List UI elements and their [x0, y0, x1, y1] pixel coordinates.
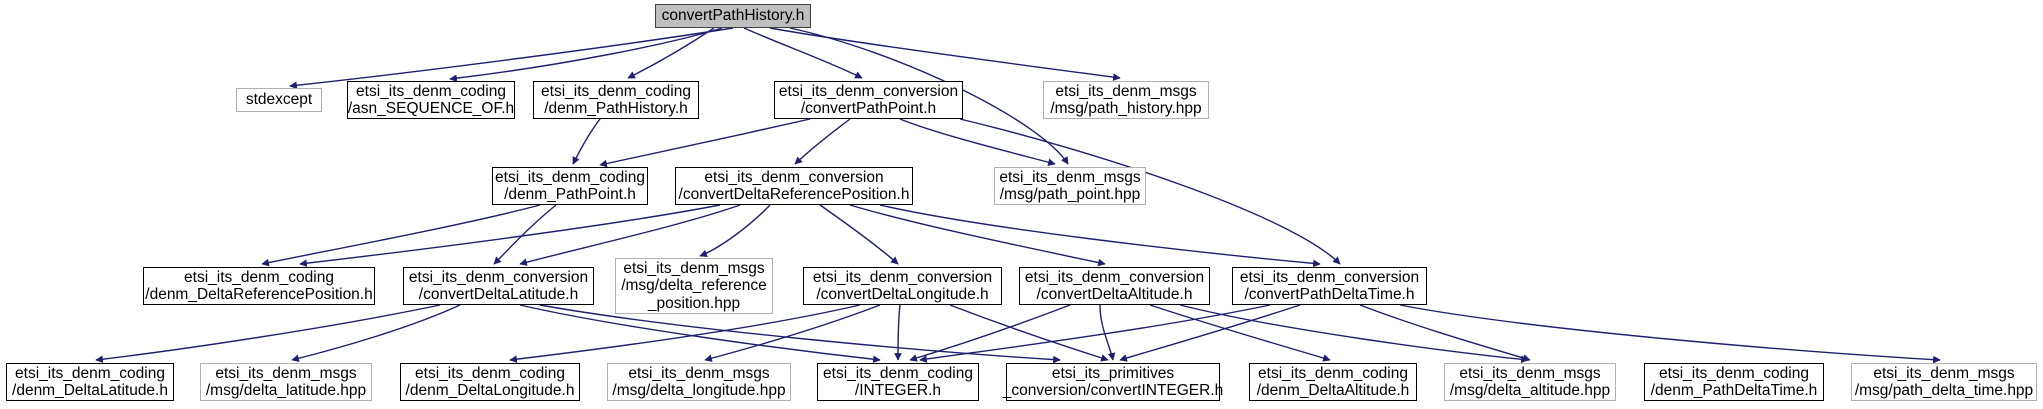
- graph-node-n22[interactable]: etsi_its_denm_msgs /msg/delta_altitude.h…: [1444, 363, 1616, 401]
- graph-edge: [1179, 304, 1529, 364]
- graph-edge: [291, 304, 461, 363]
- graph-node-n4[interactable]: etsi_its_denm_conversion /convertPathPoi…: [774, 81, 963, 119]
- graph-node-n8[interactable]: etsi_its_denm_msgs /msg/path_point.hpp: [994, 167, 1146, 205]
- graph-edge: [449, 27, 723, 83]
- graph-edge: [699, 204, 771, 257]
- graph-edge: [899, 118, 1056, 166]
- graph-node-n5[interactable]: etsi_its_denm_msgs /msg/path_history.hpp: [1043, 81, 1209, 119]
- graph-edge: [95, 304, 441, 364]
- graph-node-n15[interactable]: etsi_its_denm_coding /denm_DeltaLatitude…: [6, 363, 174, 401]
- graph-node-n19[interactable]: etsi_its_denm_coding /INTEGER.h: [817, 363, 979, 401]
- graph-node-n11[interactable]: etsi_its_denm_msgs /msg/delta_reference …: [615, 258, 773, 314]
- graph-edge: [1149, 304, 1331, 362]
- graph-node-n17[interactable]: etsi_its_denm_coding /denm_DeltaLongitud…: [400, 363, 580, 401]
- graph-edge: [909, 304, 1071, 362]
- graph-edge: [627, 27, 715, 79]
- graph-edge: [879, 204, 1321, 268]
- graph-edge: [1359, 304, 1531, 362]
- graph-node-n21[interactable]: etsi_its_denm_coding /denm_DeltaAltitude…: [1249, 363, 1417, 401]
- graph-node-n9[interactable]: etsi_its_denm_coding /denm_DeltaReferenc…: [143, 267, 375, 305]
- graph-node-n6[interactable]: etsi_its_denm_coding /denm_PathPoint.h: [492, 167, 648, 205]
- graph-edge: [794, 118, 851, 165]
- graph-edge: [894, 304, 902, 361]
- graph-edge: [1399, 304, 1941, 364]
- graph-edge: [572, 118, 601, 165]
- graph-node-n12[interactable]: etsi_its_denm_conversion /convertDeltaLo…: [803, 267, 1002, 305]
- graph-node-n10[interactable]: etsi_its_denm_conversion /convertDeltaLa…: [403, 267, 594, 305]
- graph-node-n3[interactable]: etsi_its_denm_coding /denm_PathHistory.h: [533, 81, 699, 119]
- graph-node-n13[interactable]: etsi_its_denm_conversion /convertDeltaAl…: [1019, 267, 1210, 305]
- graph-edge: [493, 204, 557, 265]
- graph-edge: [819, 204, 899, 265]
- graph-edge: [849, 204, 1106, 267]
- graph-node-n20[interactable]: etsi_its_primitives _conversion/convertI…: [1002, 363, 1224, 401]
- graph-edge: [299, 204, 721, 268]
- graph-node-n16[interactable]: etsi_its_denm_msgs /msg/delta_latitude.h…: [200, 363, 372, 401]
- graph-node-n18[interactable]: etsi_its_denm_msgs /msg/delta_longitude.…: [607, 363, 791, 401]
- graph-edge: [261, 204, 541, 267]
- graph-edge: [919, 304, 1271, 363]
- graph-node-n23[interactable]: etsi_its_denm_coding /denm_PathDeltaTime…: [1644, 363, 1824, 401]
- graph-edge: [1099, 304, 1116, 361]
- graph-edge: [743, 27, 863, 79]
- graph-node-n7[interactable]: etsi_its_denm_conversion /convertDeltaRe…: [675, 167, 913, 205]
- graph-edge: [1119, 304, 1301, 362]
- graph-edge: [289, 27, 734, 90]
- graph-edge: [769, 27, 1121, 81]
- graph-edge: [519, 204, 741, 266]
- graph-node-n24[interactable]: etsi_its_denm_msgs /msg/path_delta_time.…: [1851, 363, 2037, 401]
- graph-node-n14[interactable]: etsi_its_denm_conversion /convertPathDel…: [1232, 267, 1427, 305]
- graph-node-n2[interactable]: etsi_its_denm_coding /asn_SEQUENCE_OF.h: [347, 81, 515, 119]
- graph-edge: [949, 304, 1109, 362]
- graph-edge: [599, 118, 811, 168]
- graph-node-n1[interactable]: stdexcept: [236, 88, 322, 112]
- graph-node-n0[interactable]: convertPathHistory.h: [655, 4, 811, 28]
